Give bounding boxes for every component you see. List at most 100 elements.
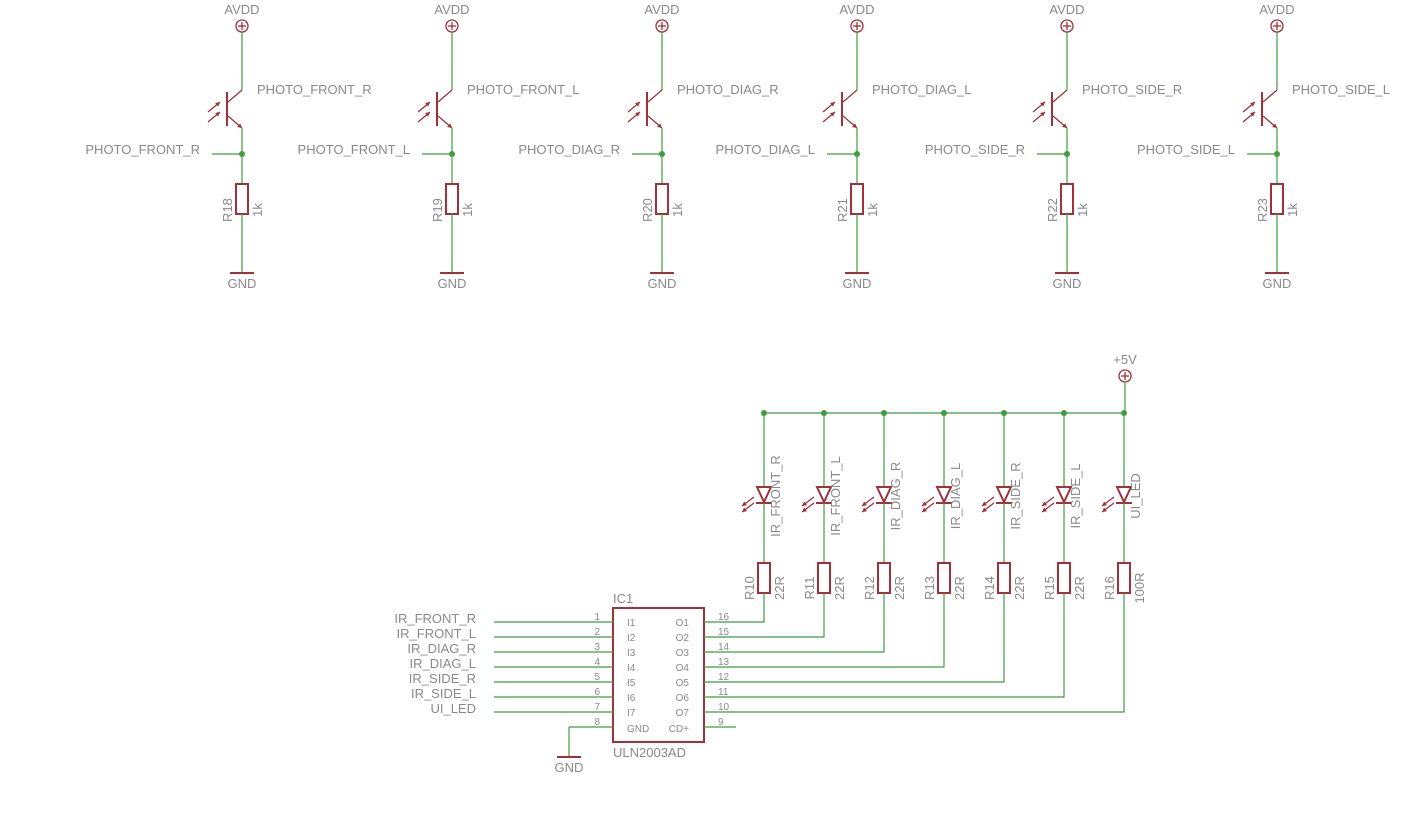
input-net-label: IR_FRONT_L	[397, 626, 476, 641]
supply-label: AVDD	[434, 2, 469, 17]
led-light-arrow-head	[1102, 501, 1107, 506]
led-label: IR_DIAG_L	[948, 463, 963, 529]
input-pin-label: I2	[627, 633, 636, 644]
resistor-name: R16	[1102, 576, 1117, 600]
led-label: IR_FRONT_R	[768, 455, 783, 537]
output-pin-number: 10	[718, 702, 730, 713]
input-pin-number: 2	[594, 627, 600, 638]
resistor-name: R20	[640, 198, 655, 222]
output-pin-label: O6	[676, 693, 690, 704]
resistor-value: 1k	[1075, 203, 1090, 217]
led-light-arrow-head	[1102, 507, 1107, 512]
phototransistor-label: PHOTO_FRONT_L	[467, 82, 579, 97]
led-triangle	[815, 486, 833, 505]
resistor-name: R14	[982, 576, 997, 600]
net-label: PHOTO_DIAG_L	[716, 142, 815, 157]
output-pin-label: O2	[676, 633, 690, 644]
supply-label: AVDD	[224, 2, 259, 17]
resistor-name: R15	[1042, 576, 1057, 600]
led-light-arrow-head	[1042, 507, 1047, 512]
led-light-arrow-head	[862, 501, 867, 506]
led-triangle	[755, 486, 773, 505]
input-pin-label: I4	[627, 663, 636, 674]
phototransistor-emitter-head	[657, 123, 662, 128]
resistor-value: 1k	[865, 203, 880, 217]
resistor-body	[817, 562, 831, 594]
supply-label: AVDD	[1049, 2, 1084, 17]
output-pin-number: 11	[718, 687, 729, 698]
resistor-value: 22R	[772, 576, 787, 600]
ground-label: GND	[843, 276, 872, 291]
resistor-name: R21	[835, 198, 850, 222]
junction-dot	[239, 151, 245, 157]
led-light-arrow-head	[802, 507, 807, 512]
led-triangle	[995, 486, 1013, 505]
junction-dot	[1274, 151, 1280, 157]
resistor-value: 100R	[1132, 572, 1147, 603]
phototransistor-collector	[842, 89, 858, 103]
led-triangle	[875, 486, 893, 505]
led-label: IR_SIDE_L	[1068, 463, 1083, 528]
junction-dot	[449, 151, 455, 157]
net-label: PHOTO_SIDE_L	[1137, 142, 1235, 157]
phototransistor-collector	[1262, 89, 1278, 103]
resistor-body	[655, 183, 669, 215]
led-triangle	[1055, 486, 1073, 505]
ic-body	[612, 607, 705, 743]
phototransistor-emitter-head	[1062, 123, 1067, 128]
output-wire	[704, 593, 885, 653]
output-pin-label: O3	[676, 648, 690, 659]
resistor-body	[850, 183, 864, 215]
led-light-arrow-head	[742, 507, 747, 512]
light-arrow-head	[215, 102, 220, 107]
net-label: PHOTO_FRONT_R	[85, 142, 200, 157]
ground-label: GND	[648, 276, 677, 291]
junction-dot	[1064, 151, 1070, 157]
resistor-value: 22R	[832, 576, 847, 600]
resistor-value: 1k	[250, 203, 265, 217]
resistor-value: 22R	[1012, 576, 1027, 600]
light-arrow-head	[1250, 102, 1255, 107]
output-wire	[704, 593, 1125, 713]
output-pin-label: O4	[676, 663, 690, 674]
input-pin-label: I1	[627, 618, 636, 629]
phototransistor-emitter-head	[237, 123, 242, 128]
led-triangle	[1115, 486, 1133, 505]
resistor-name: R19	[430, 198, 445, 222]
output-wire	[704, 593, 825, 638]
cd-pin-label: CD+	[669, 724, 689, 735]
input-net-label: IR_FRONT_R	[394, 611, 476, 626]
output-wire	[704, 593, 945, 668]
led-label: UI_LED	[1128, 473, 1143, 519]
output-pin-label: O5	[676, 678, 690, 689]
light-arrow-head	[1250, 112, 1255, 117]
output-wire	[704, 593, 765, 623]
resistor-body	[937, 562, 951, 594]
junction-dot	[854, 151, 860, 157]
light-arrow-head	[425, 102, 430, 107]
light-arrow-head	[830, 112, 835, 117]
ground-label: GND	[438, 276, 467, 291]
light-arrow-head	[1040, 102, 1045, 107]
input-pin-label: I7	[627, 708, 636, 719]
led-light-arrow-head	[922, 507, 927, 512]
led-light-arrow-head	[922, 501, 927, 506]
input-net-label: IR_SIDE_L	[411, 686, 476, 701]
input-pin-number: 6	[594, 687, 600, 698]
resistor-name: R12	[862, 576, 877, 600]
input-pin-label: I3	[627, 648, 636, 659]
output-pin-label: O1	[676, 618, 690, 629]
output-pin-number: 13	[718, 657, 730, 668]
